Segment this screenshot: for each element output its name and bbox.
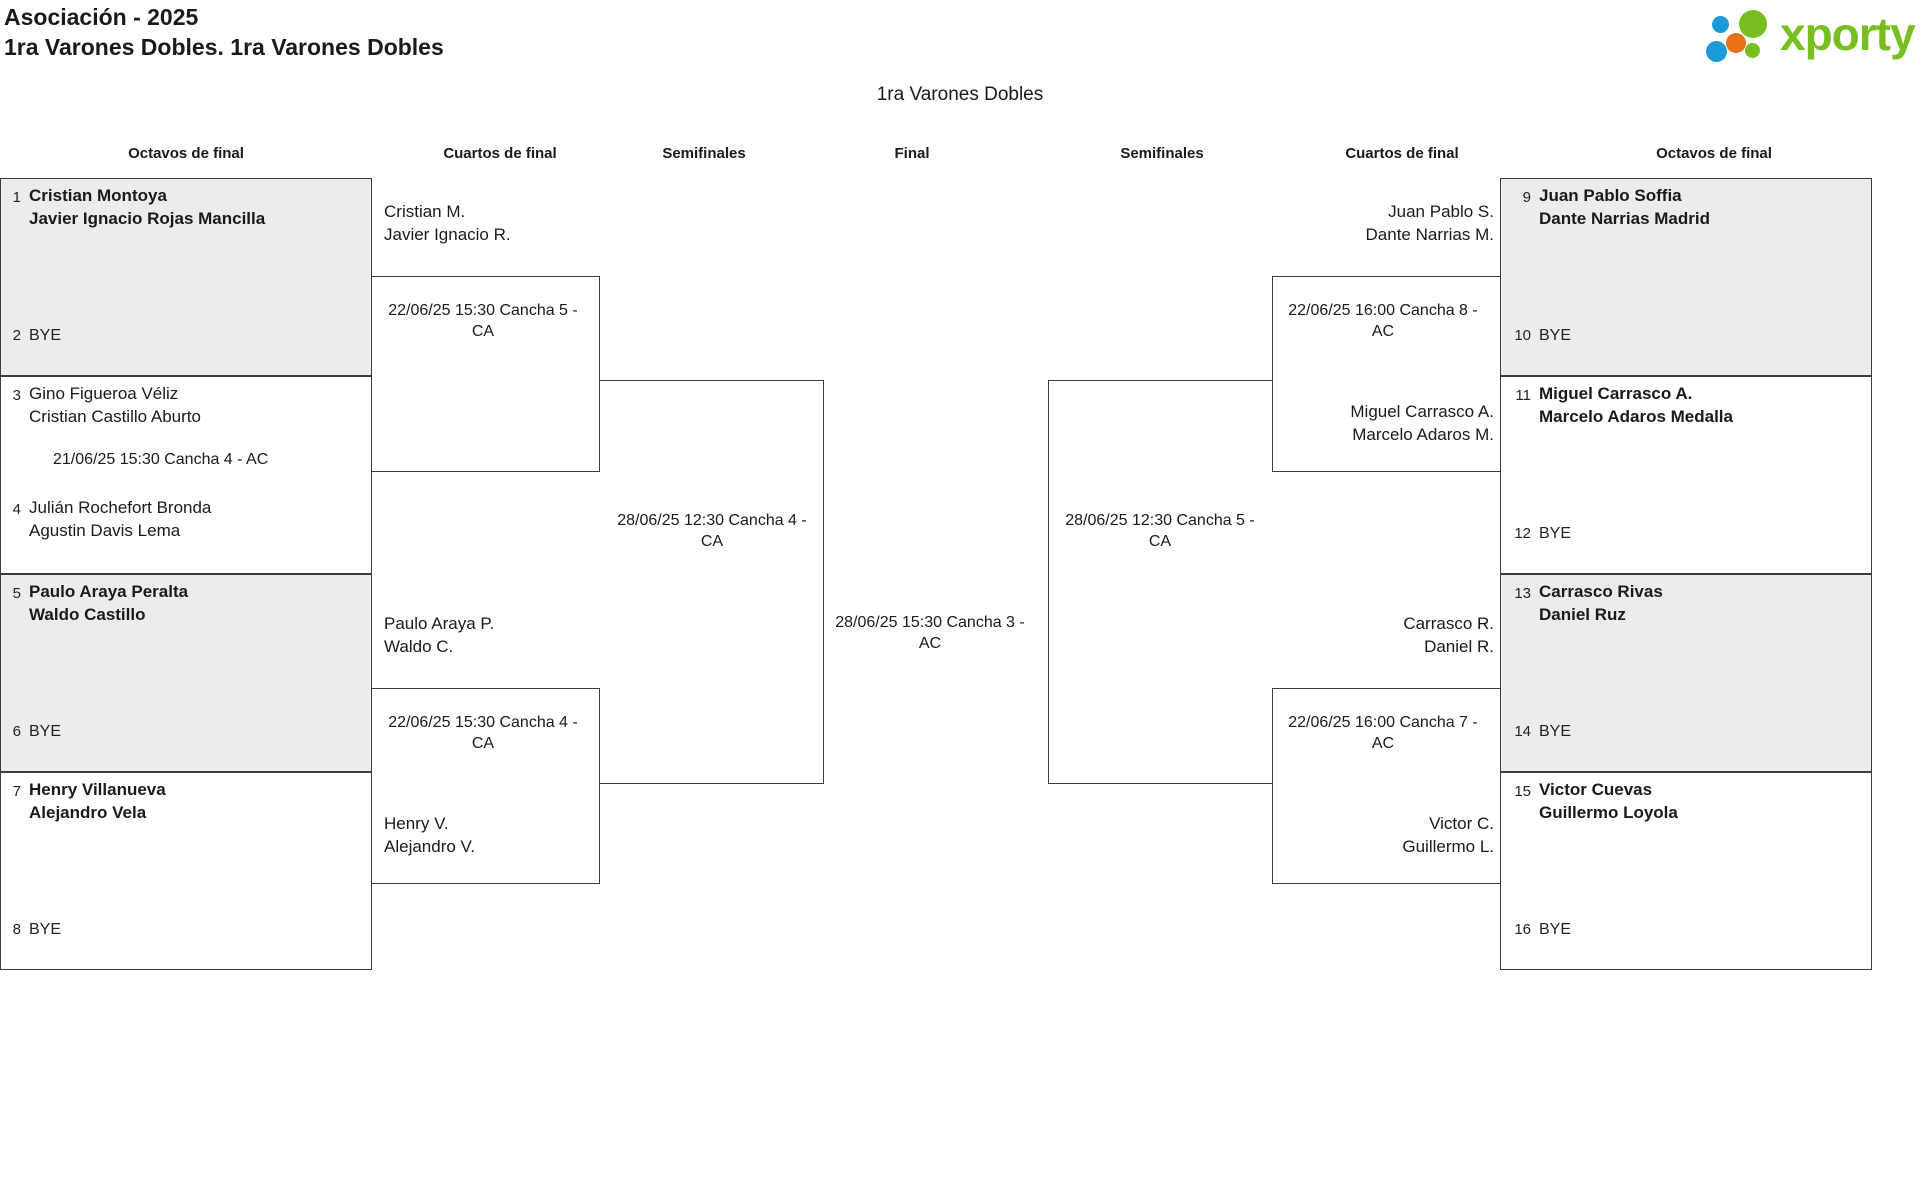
octavos-match-13[interactable]: 13 Carrasco Rivas Daniel Ruz 14 BYE bbox=[1500, 574, 1872, 772]
seed-number: 4 bbox=[12, 501, 21, 518]
title-block: Asociación - 2025 1ra Varones Dobles. 1r… bbox=[4, 2, 444, 62]
octavos-match-9[interactable]: 9 Juan Pablo Soffia Dante Narrias Madrid… bbox=[1500, 178, 1872, 376]
cuartos-left-connector-1[interactable] bbox=[372, 276, 600, 472]
seed-number: 10 bbox=[1514, 327, 1531, 344]
round-header-left-octavos: Octavos de final bbox=[128, 145, 244, 162]
cuartos-right-1-player-3: Miguel Carrasco A. bbox=[1350, 402, 1494, 421]
logo-dot-blue-bottom bbox=[1706, 41, 1727, 62]
player-name-1: Carrasco Rivas bbox=[1539, 582, 1663, 601]
cuartos-right-connector-1[interactable] bbox=[1272, 276, 1500, 472]
round-header-right-octavos: Octavos de final bbox=[1656, 145, 1772, 162]
player-name-2: Waldo Castillo bbox=[29, 605, 146, 624]
cuartos-right-1-player-1: Juan Pablo S. bbox=[1388, 202, 1494, 221]
logo-wordmark: xporty bbox=[1780, 8, 1916, 60]
bracket-title: 1ra Varones Dobles bbox=[876, 84, 1044, 105]
cuartos-right-1-player-4: Marcelo Adaros M. bbox=[1352, 425, 1494, 444]
player-name-3: Julián Rochefort Bronda bbox=[29, 498, 212, 517]
page-subtitle: 1ra Varones Dobles. 1ra Varones Dobles bbox=[4, 34, 444, 60]
round-header-right-cuartos: Cuartos de final bbox=[1345, 145, 1459, 162]
bye-label: BYE bbox=[29, 921, 62, 938]
player-name-2: Javier Ignacio Rojas Mancilla bbox=[29, 209, 266, 228]
seed-number: 11 bbox=[1515, 387, 1531, 404]
player-name-2: Cristian Castillo Aburto bbox=[29, 407, 201, 426]
cuartos-right-2-match: 22/06/25 16:00 Cancha 7 - AC bbox=[1288, 714, 1478, 752]
octavos-match-15[interactable]: 15 Victor Cuevas Guillermo Loyola 16 BYE bbox=[1500, 772, 1872, 970]
cuartos-right-connector-2[interactable] bbox=[1272, 688, 1500, 884]
semis-right-match: 28/06/25 12:30 Cancha 5 - CA bbox=[1065, 512, 1255, 550]
cuartos-right-2-player-4: Guillermo L. bbox=[1402, 837, 1494, 856]
cuartos-left-2-match: 22/06/25 15:30 Cancha 4 - CA bbox=[388, 714, 578, 752]
player-name-1: Gino Figueroa Véliz bbox=[29, 384, 179, 403]
seed-number: 6 bbox=[12, 723, 21, 740]
semis-right-connector[interactable] bbox=[1048, 380, 1272, 784]
logo-dot-orange bbox=[1726, 33, 1746, 53]
seed-number: 5 bbox=[12, 585, 21, 602]
cuartos-right-1-player-2: Dante Narrias M. bbox=[1365, 225, 1494, 244]
cuartos-right-1-match: 22/06/25 16:00 Cancha 8 - AC bbox=[1288, 302, 1478, 340]
player-name-1: Juan Pablo Soffia bbox=[1539, 186, 1682, 205]
final-match: 28/06/25 15:30 Cancha 3 - AC bbox=[835, 614, 1025, 652]
octavos-match-1[interactable]: 1 Cristian Montoya Javier Ignacio Rojas … bbox=[0, 178, 372, 376]
cuartos-left-1-player-2: Javier Ignacio R. bbox=[384, 225, 511, 244]
cuartos-left-2-player-4: Alejandro V. bbox=[384, 837, 476, 856]
cuartos-right-2-player-1: Carrasco R. bbox=[1403, 614, 1494, 633]
seed-number: 8 bbox=[12, 921, 21, 938]
page-title: Asociación - 2025 bbox=[4, 4, 199, 30]
cuartos-left-1-match: 22/06/25 15:30 Cancha 5 - CA bbox=[388, 302, 578, 340]
cuartos-left-2-player-3: Henry V. bbox=[384, 814, 449, 833]
xporty-logo: xporty bbox=[1702, 4, 1916, 62]
round-header-left-cuartos: Cuartos de final bbox=[443, 145, 557, 162]
player-name-1: Victor Cuevas bbox=[1539, 780, 1653, 799]
player-name-1: Henry Villanueva bbox=[29, 780, 166, 799]
player-name-1: Miguel Carrasco A. bbox=[1539, 384, 1693, 403]
player-name-1: Cristian Montoya bbox=[29, 186, 167, 205]
seed-number: 1 bbox=[12, 189, 21, 206]
seed-number: 7 bbox=[12, 783, 21, 800]
page-header: Asociación - 2025 1ra Varones Dobles. 1r… bbox=[0, 0, 1920, 72]
logo-dot-green-small bbox=[1745, 43, 1760, 58]
cuartos-left-2-player-2: Waldo C. bbox=[384, 637, 454, 656]
logo-dots-icon bbox=[1702, 6, 1786, 62]
bye-label: BYE bbox=[1539, 525, 1572, 542]
octavos-match-11[interactable]: 11 Miguel Carrasco A. Marcelo Adaros Med… bbox=[1500, 376, 1872, 574]
match-schedule: 21/06/25 15:30 Cancha 4 - AC bbox=[53, 451, 269, 468]
seed-number: 2 bbox=[12, 327, 21, 344]
player-name-4: Agustin Davis Lema bbox=[29, 521, 181, 540]
octavos-match-2[interactable]: 3 Gino Figueroa Véliz Cristian Castillo … bbox=[0, 376, 372, 574]
seed-number: 12 bbox=[1514, 525, 1531, 542]
player-name-2: Marcelo Adaros Medalla bbox=[1539, 407, 1733, 426]
octavos-match-3[interactable]: 5 Paulo Araya Peralta Waldo Castillo 6 B… bbox=[0, 574, 372, 772]
player-name-2: Daniel Ruz bbox=[1539, 605, 1626, 624]
semis-left-match: 28/06/25 12:30 Cancha 4 - CA bbox=[617, 512, 807, 550]
cuartos-left-1-player-1: Cristian M. bbox=[384, 202, 466, 221]
bye-label: BYE bbox=[1539, 921, 1572, 938]
cuartos-right-2-player-3: Victor C. bbox=[1429, 814, 1494, 833]
logo-dot-blue-top bbox=[1712, 16, 1729, 33]
cuartos-left-2-player-1: Paulo Araya P. bbox=[384, 614, 495, 633]
seed-number: 9 bbox=[1522, 189, 1531, 206]
player-name-2: Guillermo Loyola bbox=[1539, 803, 1678, 822]
seed-number: 15 bbox=[1514, 783, 1531, 800]
cuartos-right-2-player-2: Daniel R. bbox=[1424, 637, 1494, 656]
round-header-left-semis: Semifinales bbox=[662, 145, 746, 162]
seed-number: 14 bbox=[1514, 723, 1531, 740]
logo-dot-green-large bbox=[1739, 10, 1767, 38]
seed-number: 13 bbox=[1514, 585, 1531, 602]
octavos-match-4[interactable]: 7 Henry Villanueva Alejandro Vela 8 BYE bbox=[0, 772, 372, 970]
bye-label: BYE bbox=[1539, 327, 1572, 344]
bye-label: BYE bbox=[1539, 723, 1572, 740]
round-header-final: Final bbox=[894, 145, 930, 162]
round-header-right-semis: Semifinales bbox=[1120, 145, 1204, 162]
player-name-1: Paulo Araya Peralta bbox=[29, 582, 189, 601]
cuartos-left-connector-2[interactable] bbox=[372, 688, 600, 884]
player-name-2: Dante Narrias Madrid bbox=[1539, 209, 1710, 228]
seed-number: 16 bbox=[1514, 921, 1531, 938]
semis-left-connector[interactable] bbox=[600, 380, 824, 784]
player-name-2: Alejandro Vela bbox=[29, 803, 147, 822]
seed-number: 3 bbox=[12, 387, 21, 404]
bye-label: BYE bbox=[29, 723, 62, 740]
bye-label: BYE bbox=[29, 327, 62, 344]
